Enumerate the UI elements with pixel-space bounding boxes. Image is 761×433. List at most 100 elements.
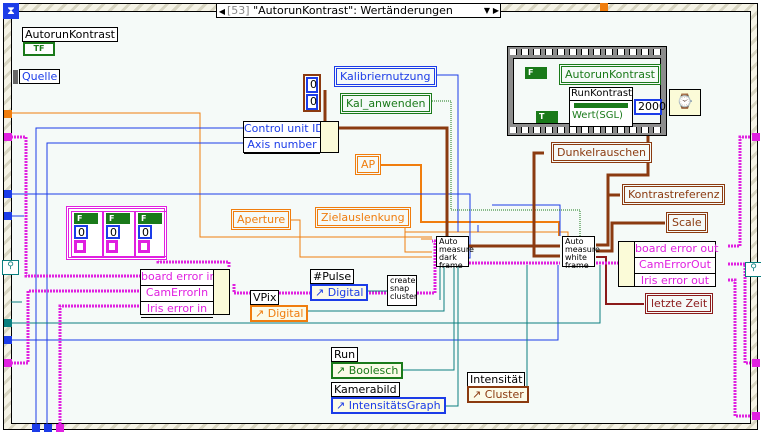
zielauslenkung-terminal[interactable]: Zielauslenkung	[315, 207, 411, 228]
subvi-text: Auto	[439, 237, 458, 246]
quelle-label[interactable]: Quelle	[19, 69, 61, 84]
tunnel-error[interactable]	[56, 424, 64, 432]
tunnel-double[interactable]	[4, 110, 12, 118]
status-bool[interactable]: F	[106, 213, 130, 224]
subvi-text: cluster	[390, 292, 418, 301]
tunnel-error[interactable]	[4, 133, 12, 141]
bundle-by-name-error-in[interactable]: board error in CamErrorIn Iris error in	[140, 269, 230, 318]
subvi-text: white	[565, 253, 587, 262]
subvi-text: Auto	[565, 237, 584, 246]
subvi-text: snap	[390, 284, 410, 293]
iris-error-out-field[interactable]: Iris error out	[640, 274, 710, 287]
code-num[interactable]: 0	[74, 225, 88, 239]
pulse-refnum[interactable]: ↗ Digital	[310, 284, 369, 301]
tunnel-error[interactable]	[4, 359, 12, 367]
property-node-item[interactable]: Wert(SGL)	[572, 110, 623, 121]
array-element[interactable]: 0	[306, 77, 318, 93]
tunnel-integer[interactable]	[4, 212, 12, 220]
control-unit-id-field[interactable]: Control unit ID	[244, 122, 324, 138]
case-selector[interactable]: ◀[53] "AutorunKontrast": Wertänderungen …	[216, 3, 501, 18]
error-constant-iris[interactable]: F 0	[135, 211, 167, 257]
bundle-handle[interactable]	[619, 242, 635, 286]
subvi-text: measure	[439, 245, 474, 254]
wire-ap[interactable]	[380, 164, 560, 236]
property-node-label: RunKontrast	[570, 88, 632, 101]
flat-sequence-structure[interactable]: F AutorunKontrast RunKontrast Wert(SGL) …	[507, 46, 667, 136]
board-error-out-field[interactable]: board error out	[635, 242, 718, 258]
status-bool[interactable]: F	[138, 213, 162, 224]
pulse-ref-label: Digital	[327, 286, 364, 299]
error-constant-cam[interactable]: F 0	[103, 211, 135, 257]
hourglass-icon[interactable]: ⧗	[3, 3, 19, 19]
scale-indicator[interactable]: Scale	[666, 212, 708, 233]
bundle-handle[interactable]	[213, 270, 229, 314]
aperture-terminal[interactable]: Aperture	[231, 209, 292, 230]
auto-measure-dark-frame-subvi[interactable]: Auto measure dark frame	[436, 236, 474, 270]
increment-arrow-icon[interactable]: ▶	[492, 6, 499, 15]
tunnel-integer[interactable]	[4, 336, 12, 344]
true-constant[interactable]: T	[536, 111, 558, 123]
dropdown-icon[interactable]: ▼	[483, 6, 490, 15]
boolean-wires	[424, 100, 581, 236]
kamerabild-refnum[interactable]: ↗ IntensitätsGraph	[331, 397, 446, 414]
tunnel-integer[interactable]	[4, 190, 12, 198]
false-constant[interactable]: F	[525, 67, 547, 79]
refnum-arrow-icon: ↗	[315, 286, 325, 299]
axis-number-field[interactable]: Axis number	[244, 138, 320, 154]
code-num[interactable]: 0	[106, 225, 120, 239]
array-element[interactable]: 0	[306, 94, 318, 110]
unit-array-constant[interactable]: 0 0	[303, 74, 321, 112]
kal-anwenden-terminal[interactable]: Kal_anwenden	[340, 93, 432, 114]
autorun-terminal[interactable]: TF	[23, 42, 55, 56]
error-cluster-constants[interactable]: F 0 F 0 F 0	[66, 206, 167, 260]
code-num[interactable]: 0	[138, 225, 152, 239]
refnum-arrow-icon: ↗	[472, 388, 482, 401]
ap-terminal[interactable]: AP	[355, 154, 382, 175]
kalibriernutzung-terminal[interactable]: Kalibriernutzung	[334, 66, 437, 87]
tunnel-error[interactable]	[752, 133, 760, 141]
auto-measure-white-frame-subvi[interactable]: Auto measure white frame	[562, 236, 600, 270]
kontrastreferenz-indicator[interactable]: Kontrastreferenz	[622, 184, 726, 205]
kamerabild-label: Kamerabild	[331, 382, 400, 397]
autorun-local-variable[interactable]: AutorunKontrast	[559, 64, 661, 85]
wire-orange-left[interactable]	[11, 112, 432, 238]
cam-error-in-field[interactable]: CamErrorIn	[141, 286, 213, 302]
tunnel-integer[interactable]	[44, 424, 52, 432]
tunnel-double[interactable]	[600, 3, 608, 11]
vpix-refnum[interactable]: ↗ Digital	[250, 305, 309, 322]
source-string[interactable]	[138, 240, 150, 253]
event-data-node-icon[interactable]: ⚲	[745, 262, 761, 277]
source-string[interactable]	[106, 240, 118, 253]
status-bool[interactable]: F	[74, 213, 98, 224]
wait-ms-constant[interactable]: 2000	[634, 99, 666, 115]
stopwatch-icon[interactable]: ⌚	[669, 89, 701, 116]
run-refnum[interactable]: ↗ Boolesch	[331, 362, 404, 379]
sequence-frame-bottom	[510, 127, 664, 133]
cam-error-out-field[interactable]: CamErrorOut	[635, 258, 715, 274]
tunnel-error[interactable]	[752, 359, 760, 367]
tunnel-error[interactable]	[752, 412, 760, 420]
unbundle-by-name-error-out[interactable]: board error out CamErrorOut Iris error o…	[618, 241, 718, 287]
run-label: Run	[331, 347, 359, 362]
case-label: "AutorunKontrast": Wertänderungen	[253, 4, 453, 17]
unbundle-by-name-control-unit[interactable]: Control unit ID Axis number	[243, 121, 339, 154]
event-data-node-icon[interactable]: ⚲	[2, 260, 19, 275]
source-string[interactable]	[74, 240, 86, 253]
subvi-text: dark	[439, 253, 457, 262]
tunnel-refnum[interactable]	[4, 319, 12, 327]
create-snap-cluster-subvi[interactable]: create snap cluster	[387, 275, 417, 306]
error-constant-board[interactable]: F 0	[71, 211, 103, 257]
intensitaet-refnum[interactable]: ↗ Cluster	[467, 386, 529, 403]
tunnel-integer[interactable]	[32, 424, 40, 432]
runkontrast-property-node[interactable]: RunKontrast Wert(SGL)	[569, 87, 633, 127]
subvi-text: frame	[439, 261, 463, 270]
dunkelrauschen-indicator[interactable]: Dunkelrauschen	[551, 142, 652, 163]
letzte-zeit-indicator[interactable]: letzte Zeit	[645, 293, 714, 314]
iris-error-in-field[interactable]: Iris error in	[141, 302, 213, 318]
quelle-terminal-icon	[13, 70, 18, 84]
bundle-handle[interactable]	[320, 122, 338, 152]
decrement-arrow-icon[interactable]: ◀	[218, 7, 226, 16]
board-error-in-field[interactable]: board error in	[141, 270, 216, 286]
vpix-ref-label: Digital	[267, 307, 304, 320]
